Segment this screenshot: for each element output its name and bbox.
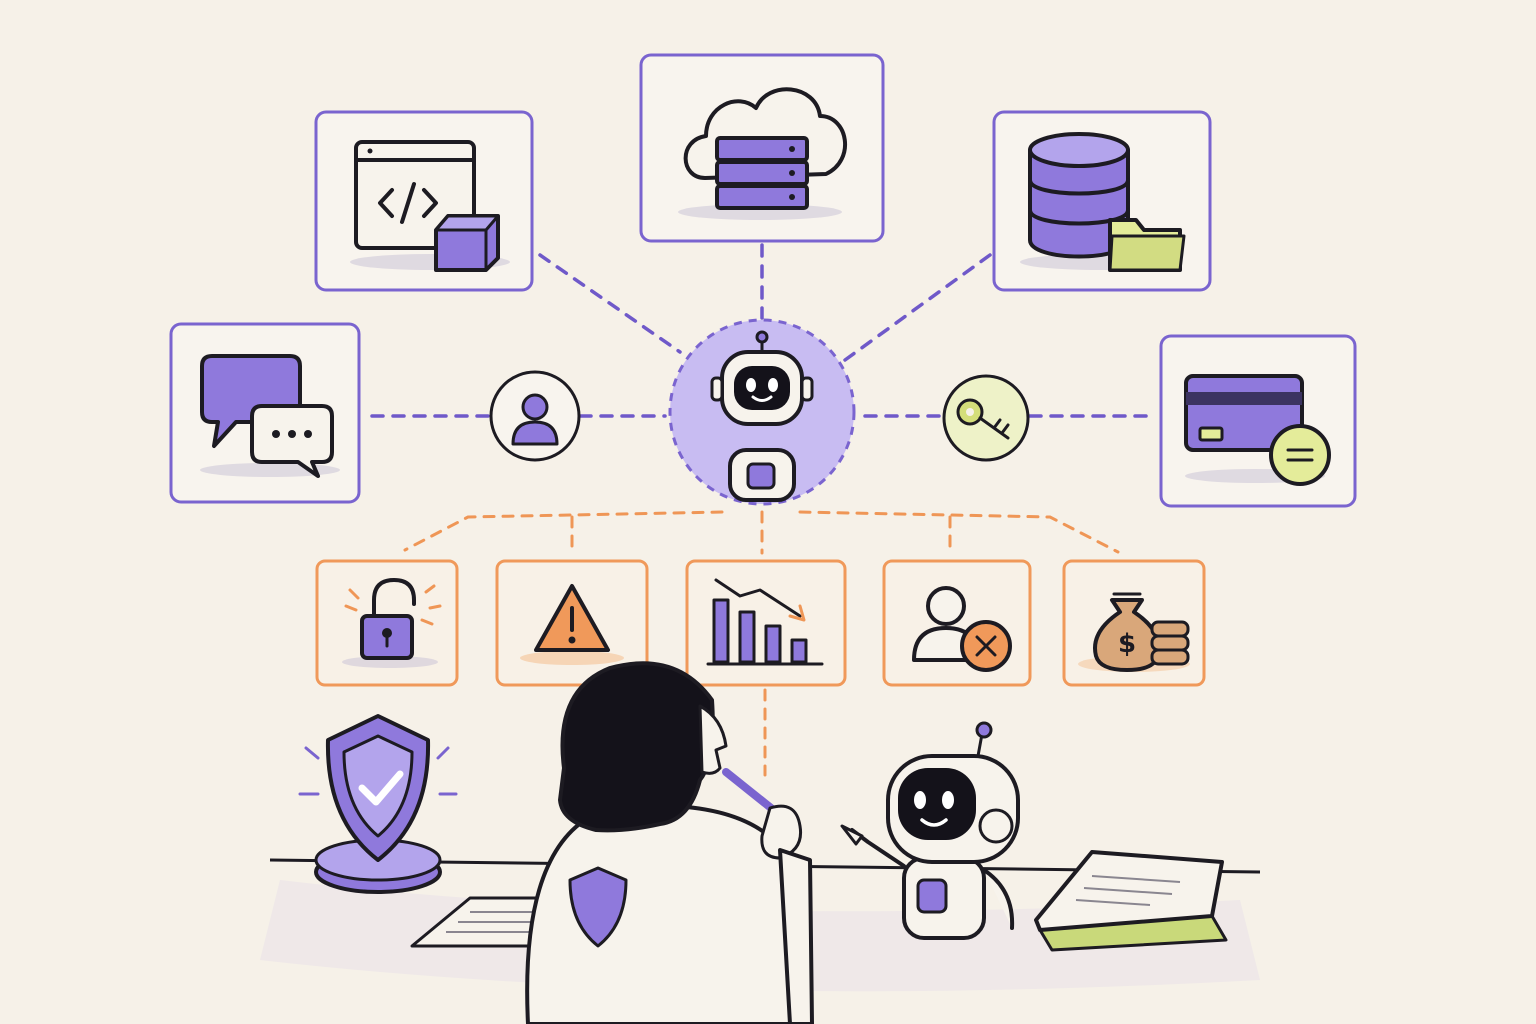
shield-check-icon xyxy=(298,714,458,894)
risk-box-user-x xyxy=(882,559,1032,687)
declining-chart-icon xyxy=(706,578,824,666)
robot-icon xyxy=(710,330,814,502)
connector-lines xyxy=(370,243,1150,418)
risk-user-removed xyxy=(882,559,1032,687)
agent-hub xyxy=(668,318,856,506)
key-icon xyxy=(956,398,1010,440)
risk-box-chart xyxy=(685,559,847,687)
risk-line-unlock xyxy=(403,510,724,552)
risk-line-money xyxy=(798,510,1120,554)
risk-lines xyxy=(403,510,1120,777)
coin-stack-icon xyxy=(1150,620,1190,666)
risk-financial-loss: $ xyxy=(1062,559,1206,687)
chat-bubbles-icon xyxy=(200,354,340,478)
connector-database-files xyxy=(992,110,1212,292)
book-icon xyxy=(1034,850,1228,952)
node-access-key xyxy=(942,374,1030,462)
user-x-icon xyxy=(912,586,1012,672)
cloud-server-icon xyxy=(678,87,848,220)
unlocked-padlock-icon xyxy=(342,578,442,668)
line-code xyxy=(538,253,682,354)
connector-code-sandbox xyxy=(314,110,534,292)
code-window-icon xyxy=(350,140,510,272)
risk-warning xyxy=(495,559,649,687)
connector-chat xyxy=(169,322,361,504)
money-bag-icon: $ xyxy=(1078,592,1190,672)
credit-card-icon xyxy=(1184,374,1331,486)
risk-unlocked-access xyxy=(315,559,459,687)
node-user-identity xyxy=(489,370,581,462)
dollar-sign: $ xyxy=(1118,629,1136,659)
line-database xyxy=(843,253,992,362)
warning-triangle-icon xyxy=(520,584,624,665)
small-robot-assistant xyxy=(840,721,1020,940)
woman-thinking xyxy=(525,661,814,1024)
risk-declining-metrics xyxy=(685,559,847,687)
connector-payment xyxy=(1159,334,1357,508)
user-icon xyxy=(511,393,559,446)
folder-icon xyxy=(1108,218,1186,272)
connector-cloud-server xyxy=(639,53,885,243)
database-icon xyxy=(1020,132,1186,272)
